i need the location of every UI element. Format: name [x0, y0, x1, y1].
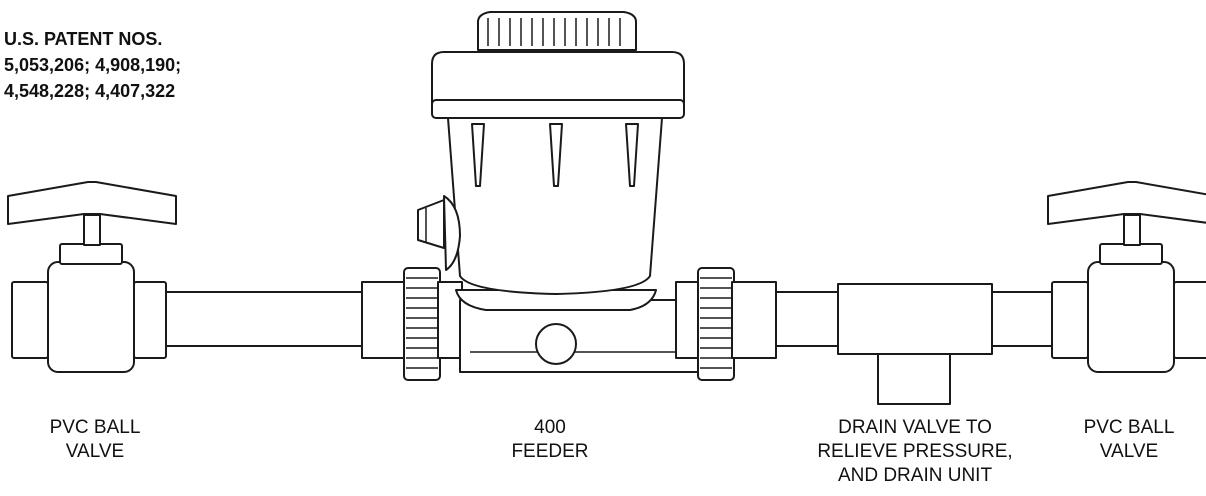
canister-rib	[625, 123, 639, 187]
left-valve-label-line: PVC BALL	[49, 417, 141, 438]
right-union	[675, 267, 777, 381]
right-valve-label: PVC BALL VALVE	[1064, 416, 1194, 464]
patent-line-1: U.S. PATENT NOS.	[4, 29, 163, 49]
left-ball-valve	[7, 181, 177, 373]
left-valve-label: PVC BALL VALVE	[30, 416, 160, 464]
drain-label-line: RELIEVE PRESSURE,	[817, 441, 1013, 462]
drain-label-line: AND DRAIN UNIT	[837, 465, 993, 486]
feeder-label: 400 FEEDER	[500, 416, 600, 464]
feeder-label-line: 400	[534, 417, 566, 438]
left-valve-label-line: VALVE	[65, 441, 125, 462]
right-ball-valve	[1047, 181, 1206, 373]
canister-rib	[549, 123, 563, 187]
drain-label: DRAIN VALVE TO RELIEVE PRESSURE, AND DRA…	[810, 416, 1020, 488]
feeder-body	[417, 11, 701, 373]
patent-line-2: 5,053,206; 4,908,190;	[4, 55, 182, 75]
drain-tee	[837, 283, 993, 405]
feeder-label-line: FEEDER	[511, 441, 589, 462]
drain-label-line: DRAIN VALVE TO	[838, 417, 992, 438]
patent-line-3: 4,548,228; 4,407,322	[4, 81, 176, 101]
right-valve-label-line: VALVE	[1099, 441, 1159, 462]
right-valve-label-line: PVC BALL	[1083, 417, 1175, 438]
canister-rib	[471, 123, 485, 187]
patent-numbers: U.S. PATENT NOS. 5,053,206; 4,908,190; 4…	[4, 26, 181, 104]
pipe-left	[159, 291, 366, 347]
left-union	[361, 267, 463, 381]
